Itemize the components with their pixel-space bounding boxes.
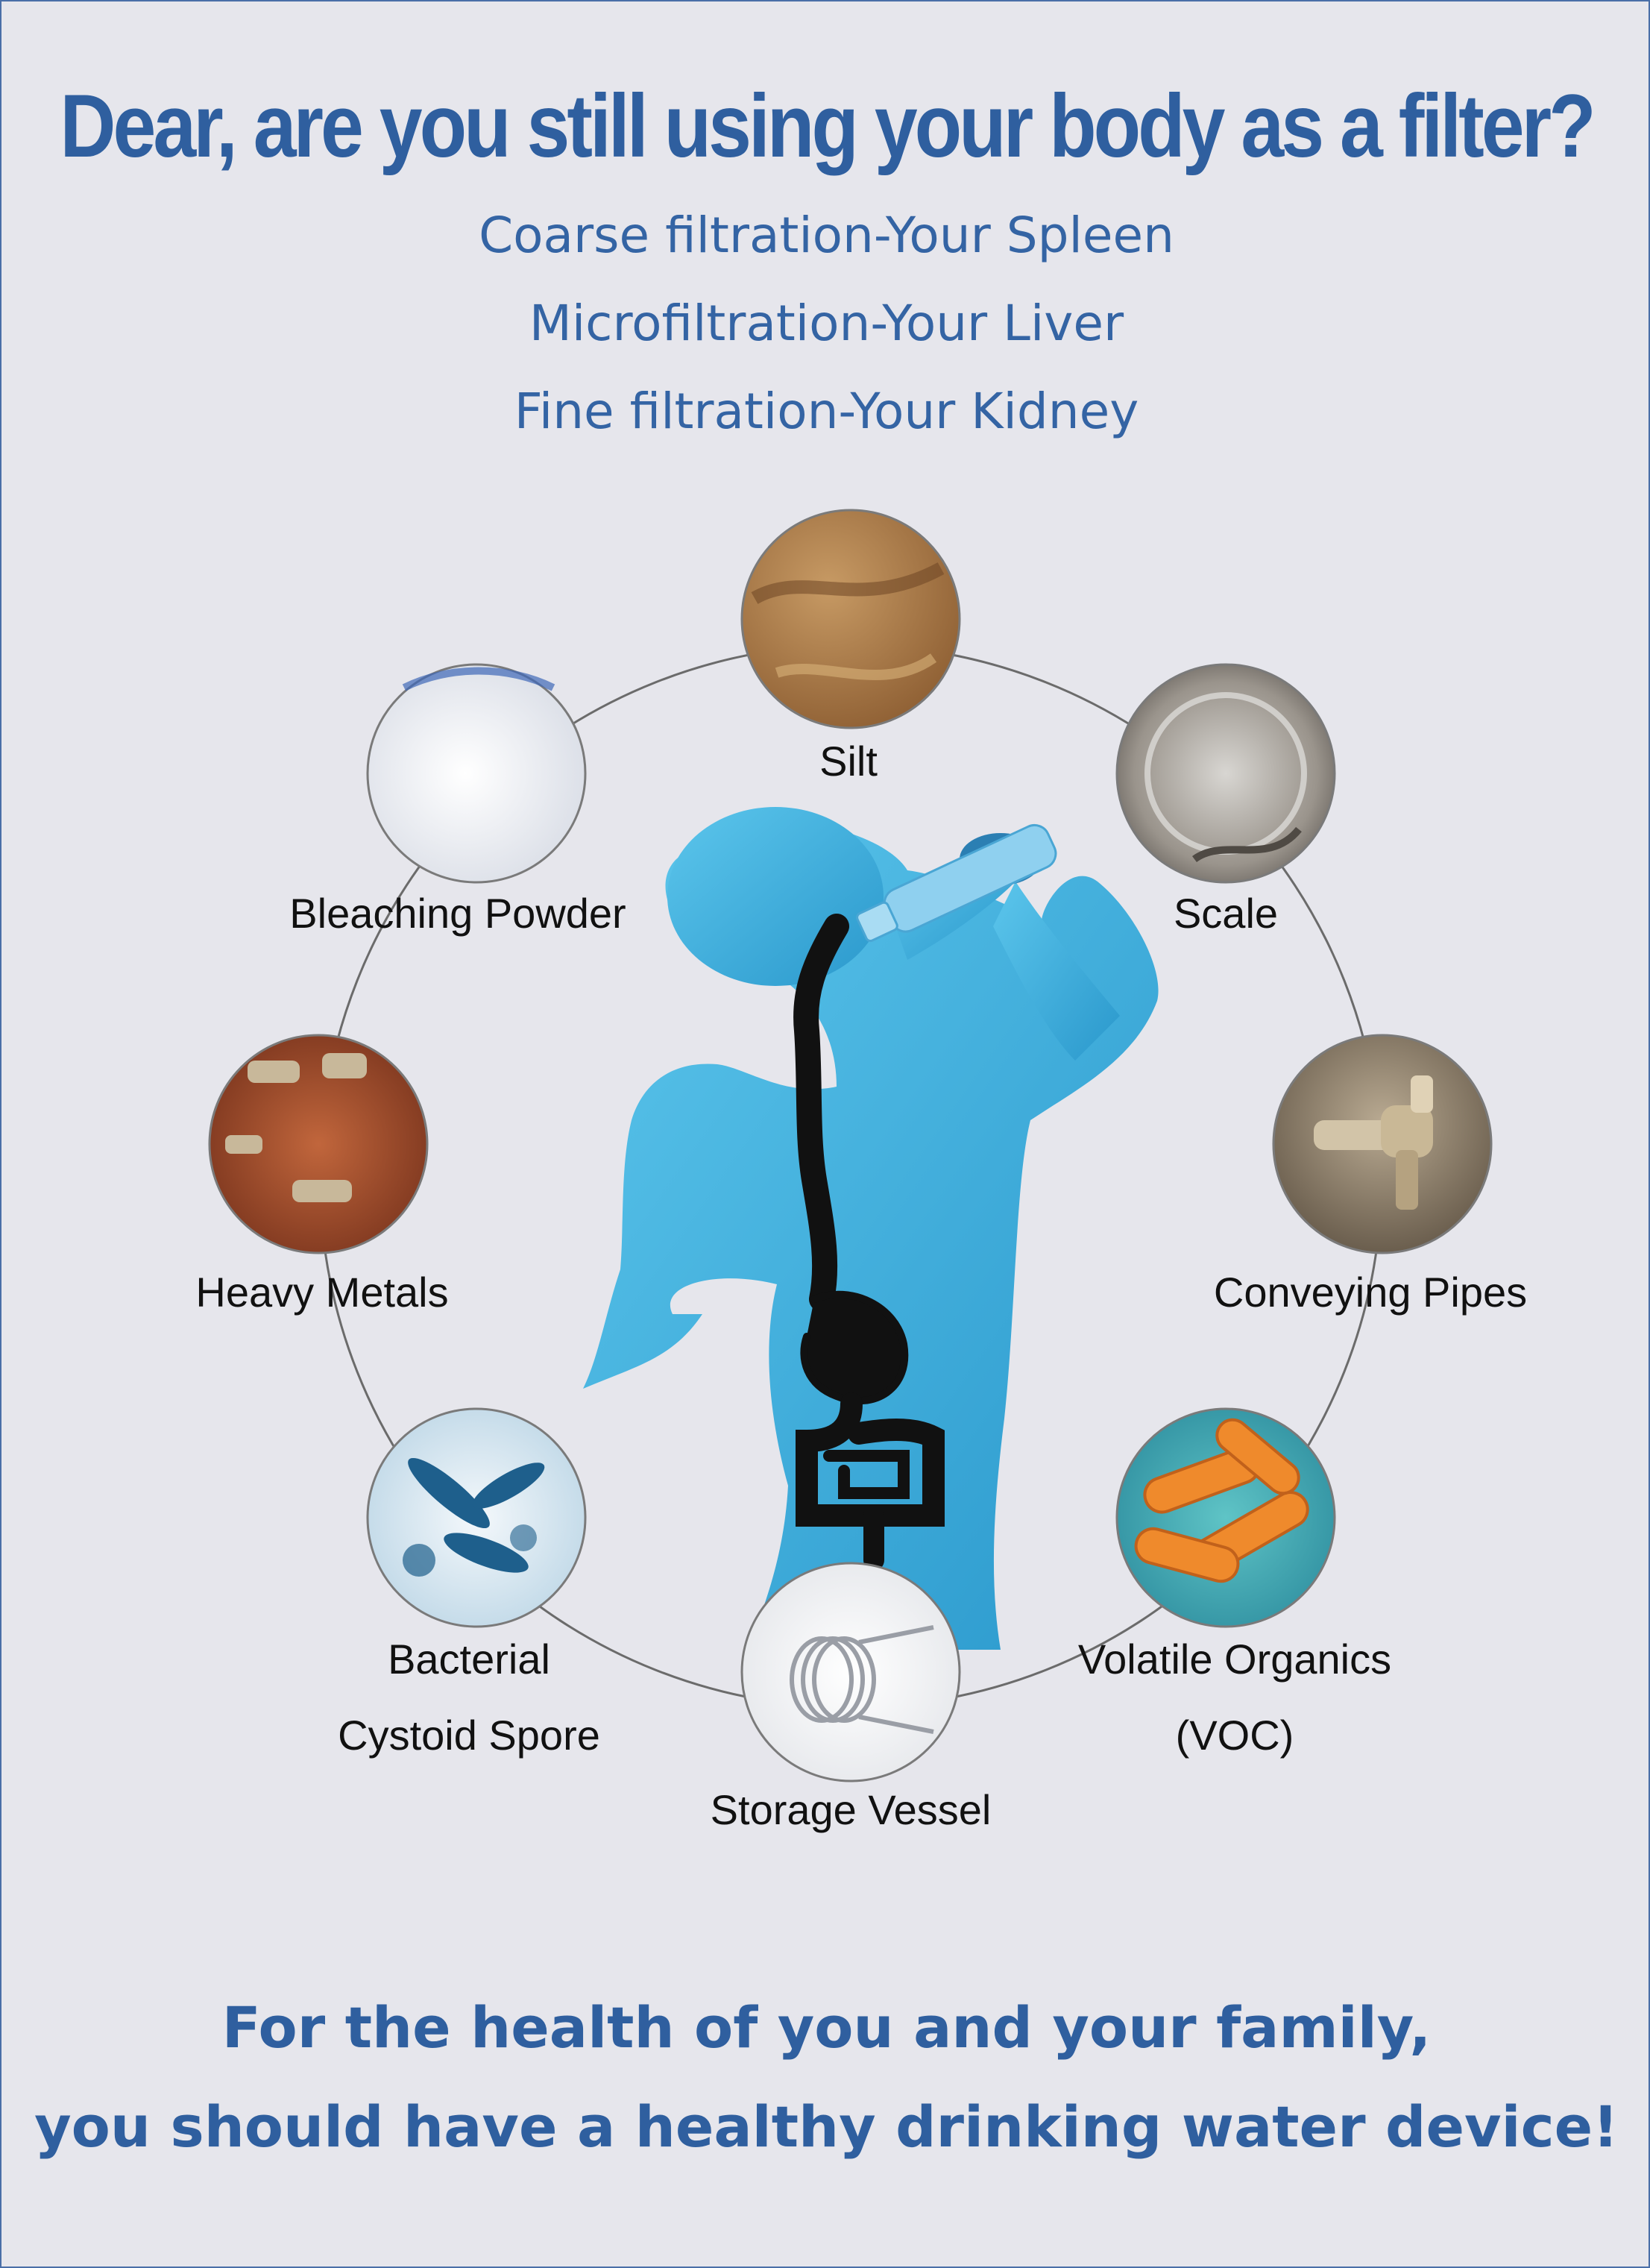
label-scale: Scale	[1173, 890, 1279, 937]
filter-diagram	[208, 509, 1493, 1782]
digestive-tract	[793, 914, 945, 1571]
label-bleaching-powder: Bleaching Powder	[289, 890, 626, 937]
storage-vessel-image	[740, 1562, 961, 1782]
label-heavy-metals: Heavy Metals	[195, 1269, 449, 1316]
footer-line-1: For the health of you and your family,	[221, 1994, 1432, 2061]
footer-line-2: you should have a healthy drinking water…	[34, 2093, 1619, 2160]
label-voc-line1: Volatile Organics	[1077, 1636, 1392, 1683]
filtration-line-liver: Microfiltration-Your Liver	[529, 295, 1124, 352]
label-voc-line2: (VOC)	[1175, 1712, 1294, 1759]
filtration-line-kidney: Fine filtration-Your Kidney	[514, 383, 1139, 440]
headline: Dear, are you still using your body as a…	[60, 77, 1596, 177]
label-silt: Silt	[819, 738, 878, 785]
bacterial-spore-image	[366, 1407, 587, 1628]
water-bottle	[856, 823, 1057, 943]
heavy-metals-image	[208, 1034, 429, 1254]
label-conveying-pipes: Conveying Pipes	[1213, 1269, 1528, 1316]
conveying-pipes-image	[1272, 1034, 1493, 1254]
scale-image	[1115, 663, 1336, 884]
filtration-line-spleen: Coarse filtration-Your Spleen	[479, 207, 1174, 264]
label-storage-vessel: Storage Vessel	[710, 1786, 992, 1833]
label-bacterial-line1: Bacterial	[388, 1636, 550, 1683]
voc-image	[1115, 1407, 1336, 1628]
bleaching-powder-image	[366, 663, 587, 884]
label-bacterial-line2: Cystoid Spore	[338, 1712, 600, 1759]
silt-image	[740, 509, 961, 729]
